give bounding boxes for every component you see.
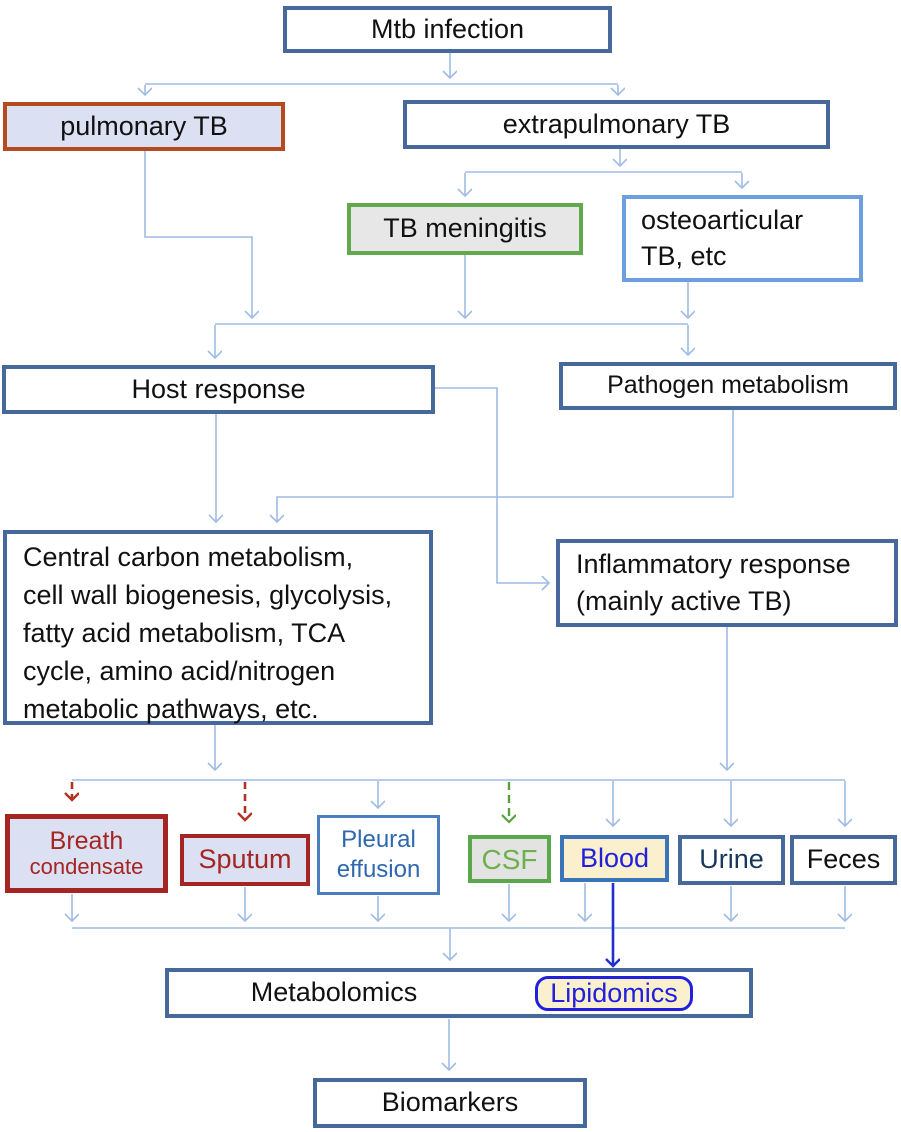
arrows-to-samples: [72, 627, 845, 826]
node-urine: Urine: [678, 835, 785, 885]
node-pathogen-metabolism: Pathogen metabolism: [559, 362, 897, 410]
node-lipidomics: Lipidomics: [535, 976, 693, 1011]
node-extrapulmonary-tb: extrapulmonary TB: [403, 100, 830, 149]
arrows-extrapulmonary-branch: [465, 149, 742, 196]
node-host-response: Host response: [2, 365, 435, 414]
arrow-pulmonary-elbow: [144, 151, 252, 318]
arrows-merge-level: [144, 151, 688, 358]
node-biomarkers: Biomarkers: [313, 1078, 587, 1128]
arrows-mid-level: [216, 387, 734, 583]
node-pleural-effusion: Pleural effusion: [317, 815, 440, 895]
node-csf: CSF: [468, 835, 551, 883]
node-pulmonary-tb: pulmonary TB: [3, 102, 285, 151]
node-tb-meningitis: TB meningitis: [347, 203, 583, 255]
node-feces: Feces: [790, 835, 897, 885]
node-central-metabolism-pathways: Central carbon metabolism, cell wall bio…: [3, 530, 433, 725]
node-inflammatory-response: Inflammatory response (mainly active TB): [556, 539, 898, 627]
breath-condensate-line2: condensate: [29, 854, 144, 880]
arrow-host-to-inflammatory: [435, 387, 549, 583]
arrow-pathogen-to-central: [277, 410, 734, 522]
node-breath-condensate: Breath condensate: [5, 814, 168, 893]
node-osteoarticular-tb: osteoarticular TB, etc: [622, 195, 863, 282]
metabolomics-label: Metabolomics: [250, 977, 418, 1008]
node-blood: Blood: [560, 835, 669, 882]
arrows-to-omics: [72, 883, 845, 1070]
arrows-mtb-branch: [145, 53, 618, 95]
node-sputum: Sputum: [180, 834, 310, 886]
breath-condensate-line1: Breath: [49, 827, 124, 856]
node-mtb-infection: Mtb infection: [283, 6, 612, 53]
